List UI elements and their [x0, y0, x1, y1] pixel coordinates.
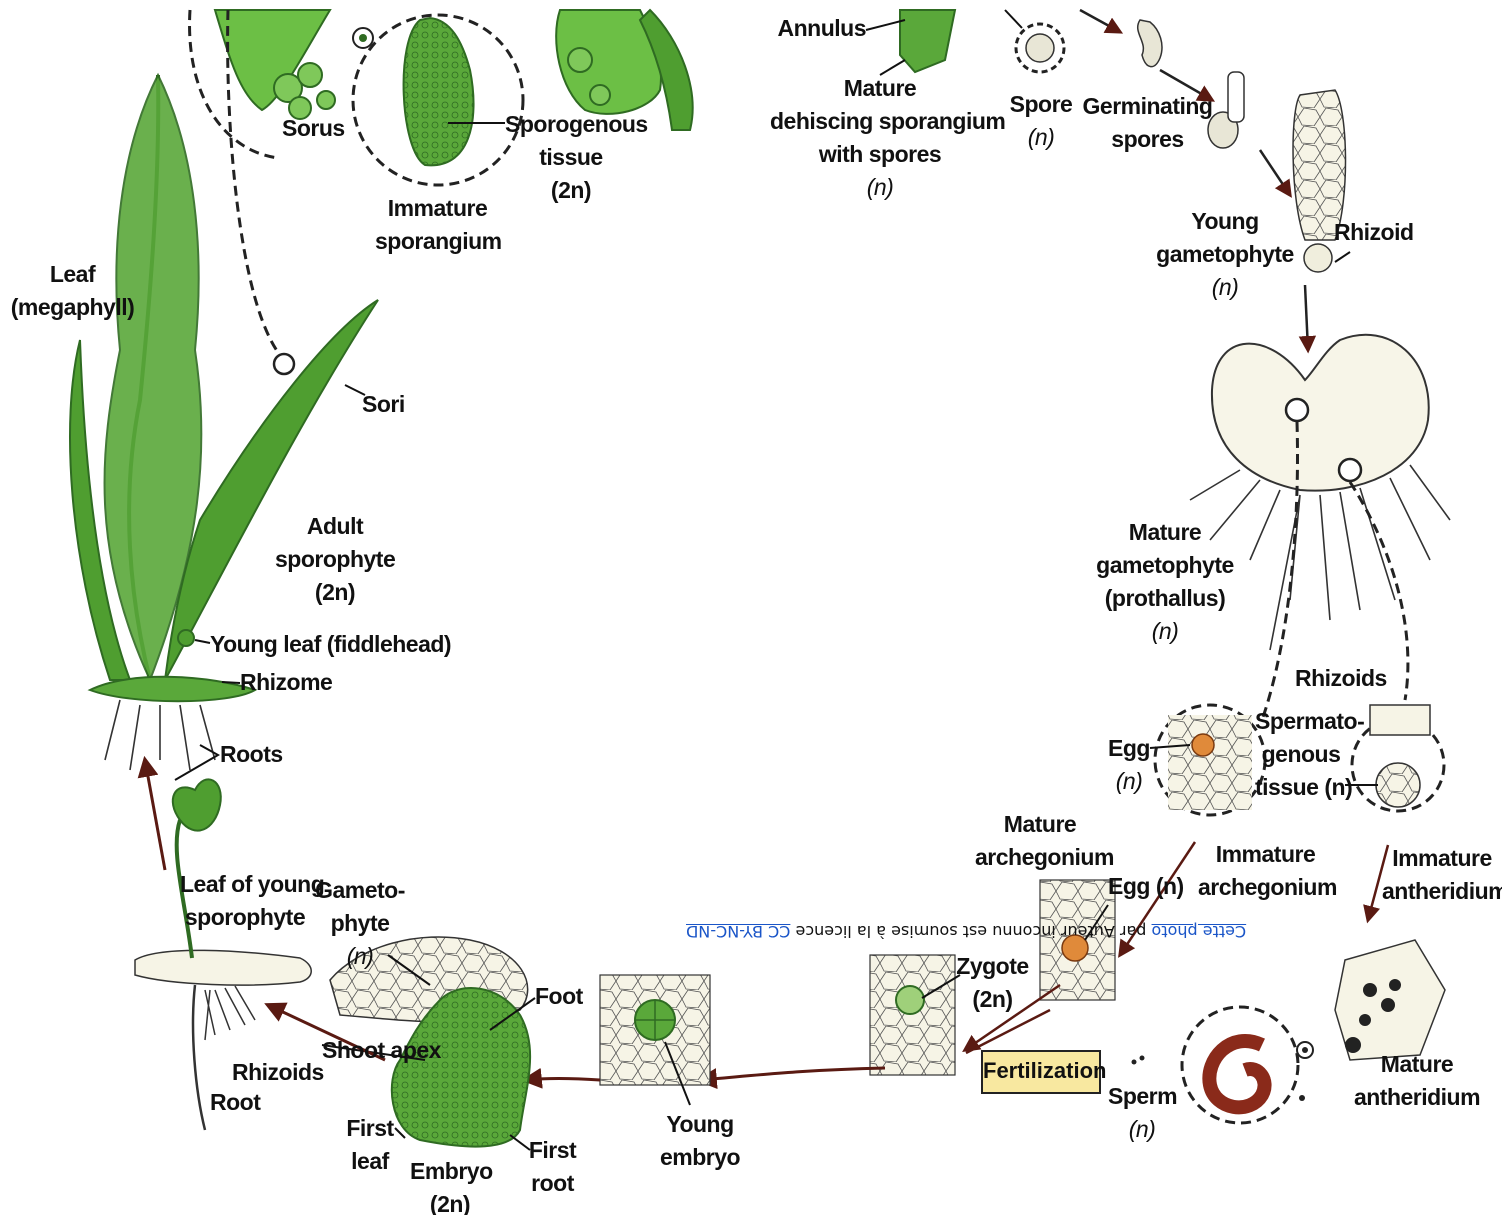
label-gametophyte: Gameto- phyte (n) [315, 874, 405, 973]
label-germinating-spores: Germinating spores [1080, 90, 1215, 156]
label-zygote: Zygote (2n) [955, 950, 1030, 1016]
label-rhizoids-left: Rhizoids [232, 1056, 324, 1089]
label-embryo: Embryo (2n) [410, 1155, 490, 1215]
credit-text: par Auteur inconnu est soumise à la lice… [790, 922, 1151, 941]
label-mature-antheridium: Mature antheridium [1352, 1048, 1482, 1114]
label-spore: Spore (n) [1005, 88, 1077, 154]
label-annulus: Annulus [772, 12, 866, 45]
label-sorus: Sorus [282, 112, 345, 145]
label-sporogenous-tissue: Sporogenous tissue (2n) [505, 108, 637, 207]
label-leaf-megaphyll: Leaf (megaphyll) [10, 258, 135, 324]
label-first-root: First root [525, 1134, 580, 1200]
label-rhizoids-right: Rhizoids [1295, 662, 1387, 695]
label-young-gametophyte: Young gametophyte (n) [1155, 205, 1295, 304]
label-immature-antheridium: Immature antheridium [1382, 842, 1502, 908]
label-rhizoid: Rhizoid [1334, 216, 1414, 249]
credit-license-link[interactable]: CC BY-NC-ND [686, 922, 790, 941]
label-immature-sporangium: Immature sporangium [375, 192, 500, 258]
label-sperm: Sperm (n) [1108, 1080, 1176, 1146]
label-mature-dehiscing-sporangium: Mature dehiscing sporangium with spores … [770, 72, 990, 204]
label-shoot-apex: Shoot apex [322, 1034, 441, 1067]
label-egg: Egg (n) [1108, 732, 1150, 798]
label-mature-archegonium: Mature archegonium [975, 808, 1105, 874]
label-roots: Roots [220, 738, 283, 771]
label-foot: Foot [535, 980, 583, 1013]
fertilization-box: Fertilization [981, 1050, 1101, 1094]
label-adult-sporophyte: Adult sporophyte (2n) [275, 510, 395, 609]
label-first-leaf: First leaf [345, 1112, 395, 1178]
label-root: Root [210, 1086, 260, 1119]
image-credit: Cette photo par Auteur inconnu est soumi… [686, 922, 1246, 941]
label-sori: Sori [362, 388, 405, 421]
label-rhizome: Rhizome [240, 666, 332, 699]
label-spermatogenous-tissue: Spermato- genous tissue (n) [1255, 705, 1347, 804]
label-leaf-of-young-sporophyte: Leaf of young sporophyte [180, 868, 310, 934]
label-young-embryo: Young embryo [660, 1108, 740, 1174]
label-immature-archegonium: Immature archegonium [1198, 838, 1333, 904]
credit-photo-link[interactable]: Cette photo [1152, 922, 1247, 941]
label-egg-n: Egg (n) [1108, 870, 1184, 903]
label-mature-gametophyte: Mature gametophyte (prothallus) (n) [1095, 516, 1235, 648]
label-young-leaf-fiddlehead: Young leaf (fiddlehead) [210, 628, 451, 661]
